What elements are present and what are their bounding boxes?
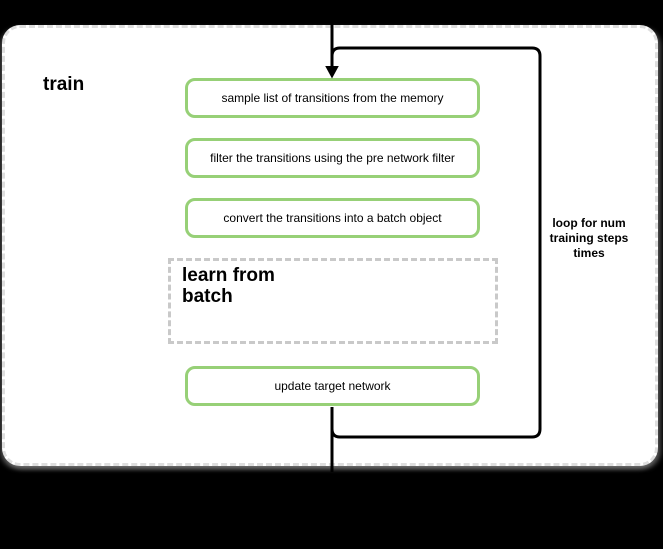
loop-annotation-label: loop for num training steps times — [549, 216, 629, 260]
node-learn-from-batch-label: learn from batch — [182, 265, 275, 307]
node-learn-from-batch: learn from batch — [168, 258, 498, 344]
node-convert-to-batch-label: convert the transitions into a batch obj… — [223, 211, 442, 225]
node-sample-transitions: sample list of transitions from the memo… — [185, 78, 480, 118]
node-update-target-network: update target network — [185, 366, 480, 406]
node-update-target-network-label: update target network — [274, 379, 391, 393]
train-container-label: train — [43, 74, 85, 95]
node-filter-transitions-label: filter the transitions using the pre net… — [210, 151, 455, 165]
node-sample-transitions-label: sample list of transitions from the memo… — [221, 91, 444, 105]
node-convert-to-batch: convert the transitions into a batch obj… — [185, 198, 480, 238]
node-filter-transitions: filter the transitions using the pre net… — [185, 138, 480, 178]
